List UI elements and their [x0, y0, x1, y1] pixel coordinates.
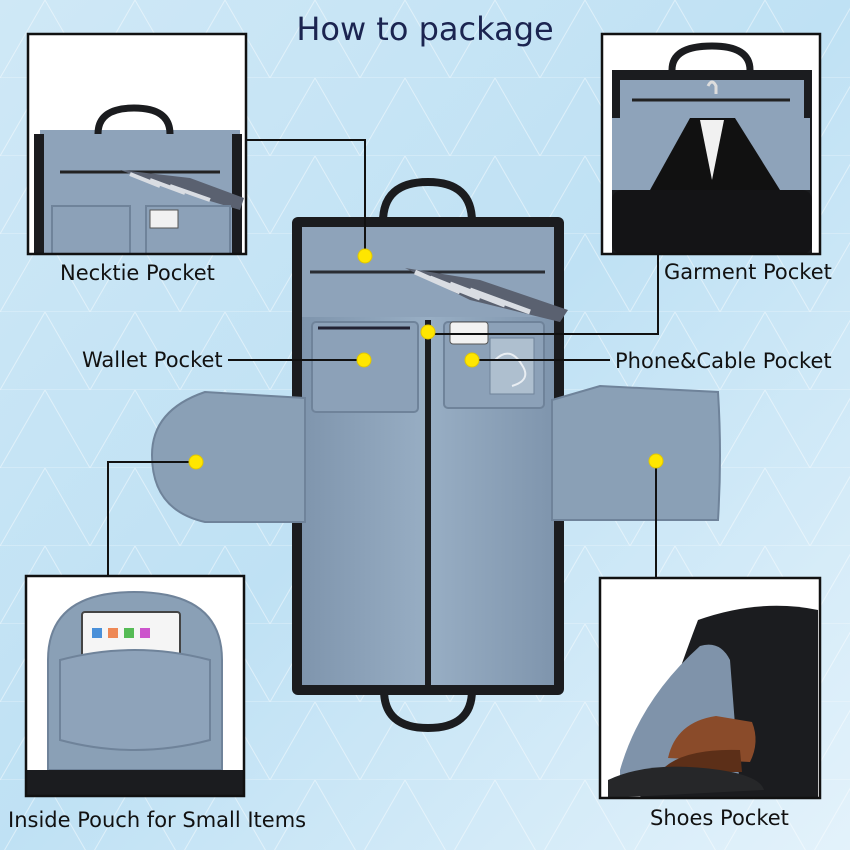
left-side-panel: [150, 390, 306, 523]
callout-dots: [188, 248, 664, 470]
label-inside-pouch: Inside Pouch for Small Items: [8, 808, 307, 832]
bottom-handle: [380, 689, 476, 733]
dot-wallet: [356, 352, 372, 368]
callout-line-garment: [428, 254, 659, 335]
callout-line-necktie: [246, 139, 366, 254]
dot-garment: [420, 324, 436, 340]
label-garment-pocket: Garment Pocket: [664, 260, 832, 284]
dot-shoes: [648, 453, 664, 469]
right-side-panel: [551, 384, 721, 521]
inset-pouch: [24, 574, 246, 798]
label-shoes-pocket: Shoes Pocket: [650, 806, 789, 830]
callout-line-pouch: [107, 461, 196, 576]
inset-necktie: [26, 32, 248, 256]
dot-phone: [464, 352, 480, 368]
main-bag: [150, 177, 721, 733]
inset-garment: [600, 32, 822, 256]
callout-lines: [107, 139, 659, 578]
inset-shoes: [598, 576, 822, 800]
dot-necktie: [357, 248, 373, 264]
dot-pouch: [188, 454, 204, 470]
label-wallet-pocket: Wallet Pocket: [82, 348, 223, 372]
page-title: How to package: [296, 10, 554, 48]
top-handle: [379, 177, 476, 223]
label-necktie-pocket: Necktie Pocket: [60, 261, 215, 285]
label-phone-cable-pocket: Phone&Cable Pocket: [615, 349, 832, 373]
